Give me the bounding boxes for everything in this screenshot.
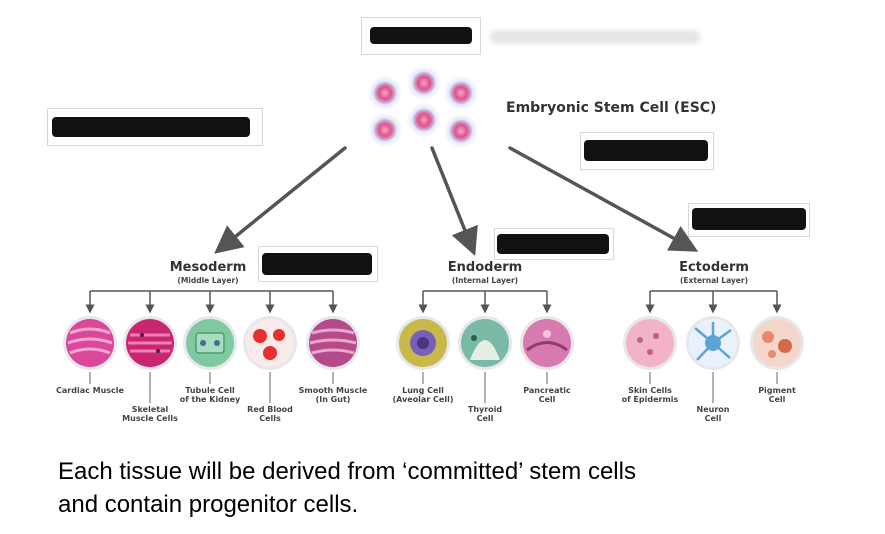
cell-label-cardiac: Cardiac Muscle [56,386,124,395]
cell-label-pancreatic: Pancreatic Cell [523,386,571,404]
redacted-bar-endo [497,234,609,254]
caption-line-2: and contain progenitor cells. [58,491,359,518]
cell-neuron-icon [686,316,740,370]
cell-label-lung: Lung Cell (Aveolar Cell) [392,386,454,404]
cell-cardiac-muscle-icon [63,316,117,370]
redacted-bar-meso [262,253,372,275]
branch-brackets [85,290,782,314]
caption-line-1: Each tissue will be derived from ‘commit… [58,458,636,485]
cell-kidney-tubule-icon [183,316,237,370]
mesoderm-title: Mesoderm [169,260,247,275]
endoderm-title: Endoderm [447,260,523,275]
main-arrows [214,146,699,256]
cell-label-skeletal: Skeletal Muscle Cells [122,405,178,423]
endoderm-subtitle: (Internal Layer) [451,276,519,285]
cell-skeletal-muscle-icon [123,316,177,370]
cell-pigment-icon [750,316,804,370]
redacted-bar-left [52,117,250,137]
cell-thyroid-icon [458,316,512,370]
cell-lung-icon [396,316,450,370]
redacted-bar-ecto [692,208,806,230]
cell-label-skin: Skin Cells of Epidermis [621,386,679,404]
cell-label-pigment: Pigment Cell [758,386,796,404]
cell-pancreatic-icon [520,316,574,370]
redacted-title [370,27,472,44]
redacted-title-blur [490,30,700,44]
redacted-bar-esc [584,140,708,161]
cell-smooth-muscle-icon [306,316,360,370]
ectoderm-subtitle: (External Layer) [679,276,749,285]
cell-label-kidney: Tubule Cell of the Kidney [179,386,241,404]
cell-label-thyroid: Thyroid Cell [467,405,503,423]
leader-lines [89,372,778,403]
mesoderm-subtitle: (Middle Layer) [177,276,239,285]
esc-label: Embryonic Stem Cell (ESC) [506,100,717,116]
cell-label-neuron: Neuron Cell [696,405,730,423]
cell-label-rbc: Red Blood Cells [247,405,293,423]
esc-cluster [368,66,478,148]
cell-skin-icon [623,316,677,370]
cell-label-smooth: Smooth Muscle (In Gut) [298,386,368,404]
cell-red-blood-icon [243,316,297,370]
ectoderm-title: Ectoderm [679,260,749,275]
